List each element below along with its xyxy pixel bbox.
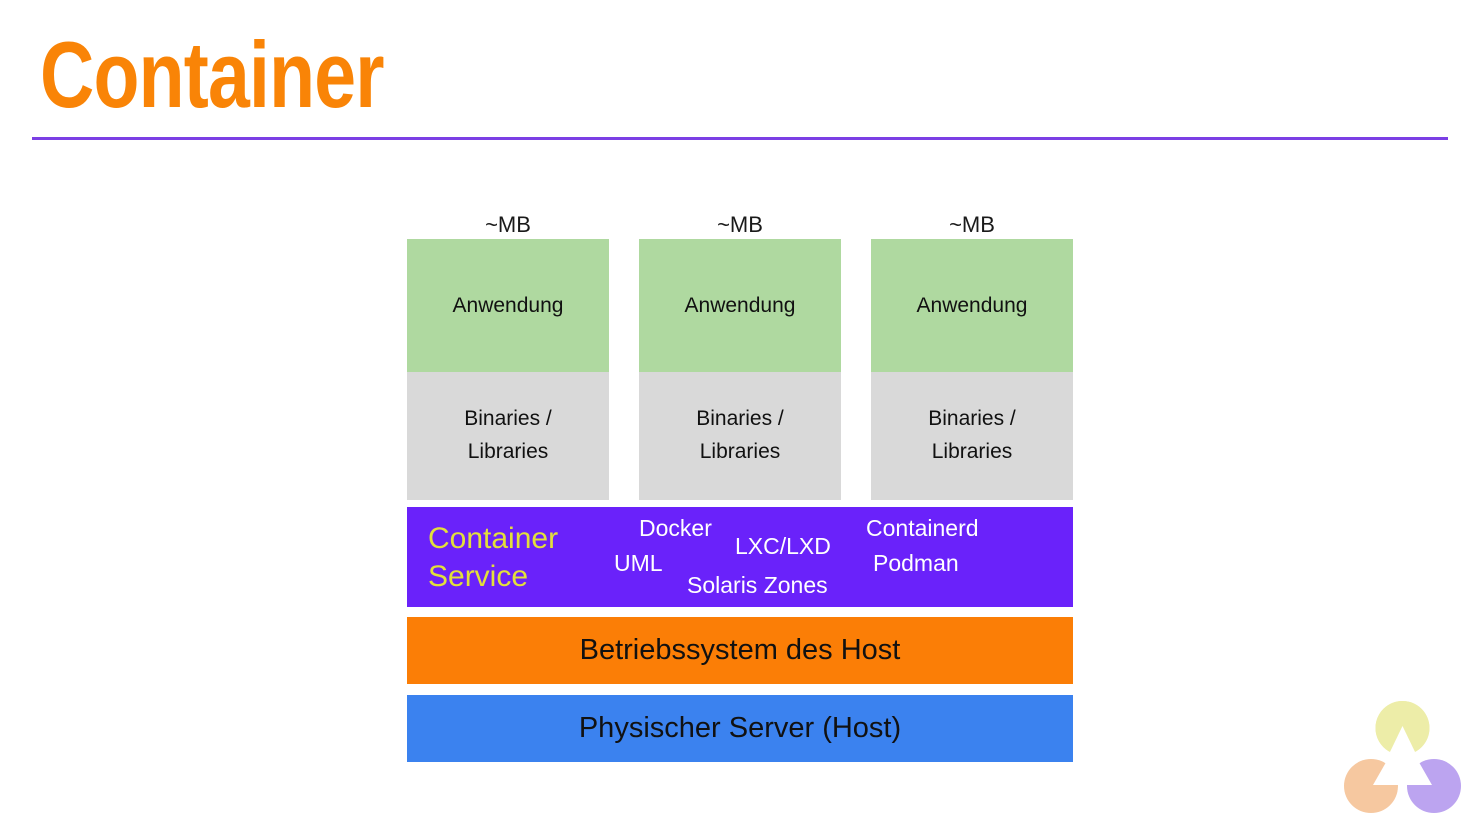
container-column-2: ~MB Anwendung Binaries / Libraries bbox=[639, 210, 841, 500]
application-box: Anwendung bbox=[639, 239, 841, 372]
binaries-libraries-box: Binaries / Libraries bbox=[639, 372, 841, 500]
binaries-line-2: Libraries bbox=[467, 440, 549, 463]
binaries-line-2: Libraries bbox=[699, 440, 781, 463]
binaries-line-1: Binaries / bbox=[464, 407, 552, 431]
title-divider bbox=[32, 137, 1448, 140]
binaries-libraries-box: Binaries / Libraries bbox=[407, 372, 609, 500]
application-box: Anwendung bbox=[407, 239, 609, 372]
binaries-libraries-text: Binaries / Libraries bbox=[696, 403, 784, 468]
logo-bottom-left-group bbox=[1344, 757, 1404, 813]
tech-label-lxc-lxd: LXC/LXD bbox=[735, 533, 831, 559]
logo-notch-bottom-left bbox=[1373, 757, 1404, 785]
three-wedge-logo bbox=[1340, 698, 1465, 818]
size-label: ~MB bbox=[485, 211, 531, 237]
tech-label-podman: Podman bbox=[873, 550, 959, 576]
tech-label-containerd: Containerd bbox=[866, 515, 979, 541]
binaries-libraries-text: Binaries / Libraries bbox=[928, 403, 1016, 468]
logo-bottom-right-group bbox=[1401, 757, 1461, 813]
size-label: ~MB bbox=[717, 211, 763, 237]
binaries-line-1: Binaries / bbox=[696, 407, 784, 431]
binaries-libraries-box: Binaries / Libraries bbox=[871, 372, 1073, 500]
size-label: ~MB bbox=[949, 211, 995, 237]
page-title: Container bbox=[40, 22, 385, 127]
logo-notch-bottom-right bbox=[1401, 757, 1432, 785]
application-box: Anwendung bbox=[871, 239, 1073, 372]
tech-label-docker: Docker bbox=[639, 515, 712, 541]
physical-server-band: Physischer Server (Host) bbox=[407, 695, 1073, 762]
container-column-3: ~MB Anwendung Binaries / Libraries bbox=[871, 210, 1073, 500]
container-columns-row: ~MB Anwendung Binaries / Libraries ~MB A… bbox=[407, 210, 1073, 500]
tech-label-uml: UML bbox=[614, 550, 663, 576]
binaries-line-1: Binaries / bbox=[928, 407, 1016, 431]
container-service-title-line-2: Service bbox=[428, 559, 529, 593]
container-column-1: ~MB Anwendung Binaries / Libraries bbox=[407, 210, 609, 500]
host-operating-system-band: Betriebssystem des Host bbox=[407, 617, 1073, 684]
binaries-libraries-text: Binaries / Libraries bbox=[464, 403, 552, 468]
logo-notch-top bbox=[1388, 726, 1417, 755]
container-service-title: Container Service bbox=[428, 520, 558, 595]
container-service-title-line-1: Container bbox=[428, 522, 559, 555]
container-service-band: Container Service Docker UML LXC/LXD Sol… bbox=[407, 507, 1073, 607]
tech-label-solaris-zones: Solaris Zones bbox=[687, 572, 828, 598]
logo-top-group bbox=[1375, 701, 1430, 755]
binaries-line-2: Libraries bbox=[931, 440, 1013, 463]
container-architecture-diagram: ~MB Anwendung Binaries / Libraries ~MB A… bbox=[407, 210, 1073, 763]
